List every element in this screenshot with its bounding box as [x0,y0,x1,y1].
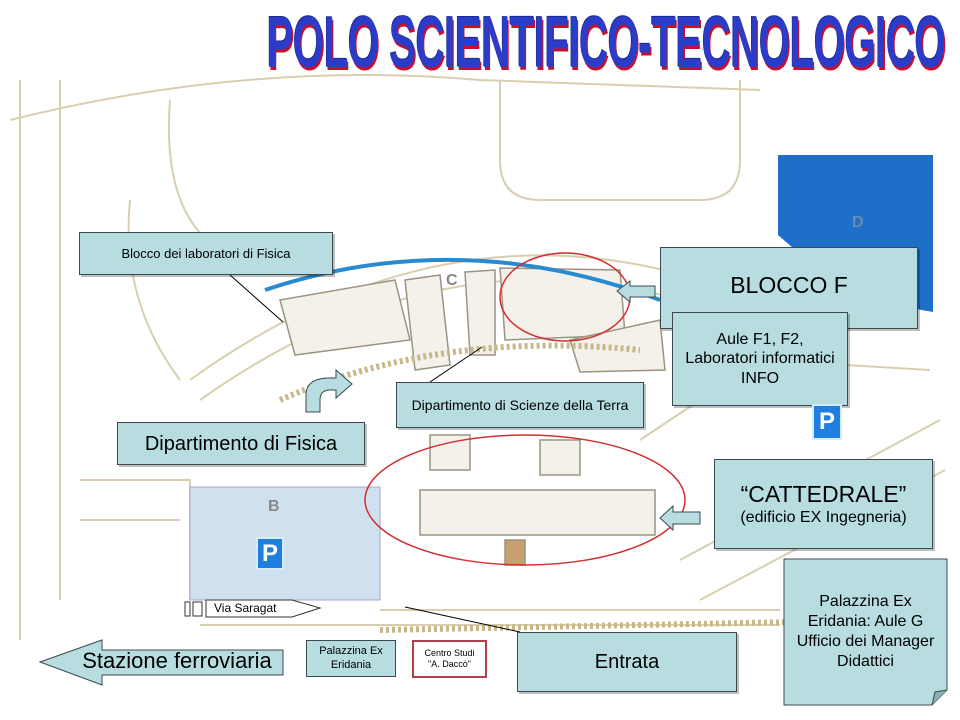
cattedrale-subtitle: (edificio EX Ingegneria) [740,509,907,527]
stazione-arrow-shape [38,639,284,686]
arrow-left-icon [659,504,701,532]
label-stazione: Stazione ferroviaria [82,648,272,673]
blue-curve [264,257,661,302]
arrow-icons [305,279,701,532]
cattedrale-title: “CATTEDRALE” [740,480,907,507]
label-centro-studi: Centro Studi "A. Daccò" [412,640,487,678]
page-title: POLO SCIENTIFICO-TECNOLOGICO [266,3,946,83]
centro-studi-line1: Centro Studi [424,648,475,659]
label-aule-f: Aule F1, F2, Laboratori informatici INFO [672,312,848,406]
block-b-area [189,486,381,601]
label-via-saragat: Via Saragat [214,601,277,615]
block-c-label: C [446,272,458,289]
parking-icon: P [812,404,842,440]
curved-arrow-icon [305,368,353,413]
via-saragat-shape [205,599,322,618]
label-cattedrale: “CATTEDRALE” (edificio EX Ingegneria) [714,459,933,549]
arrow-left-icon [616,279,656,304]
highlight-cattedrale [364,434,686,566]
parking-icon: P [256,537,284,570]
label-lab-fisica: Blocco dei laboratori di Fisica [79,232,333,275]
label-dip-fisica: Dipartimento di Fisica [117,422,365,465]
block-b-label: B [268,498,280,515]
pointer-lines [229,274,521,633]
label-scienze-terra: Dipartimento di Scienze della Terra [396,382,644,428]
buildings [279,267,666,566]
label-eridania-note: Palazzina Ex Eridania: Aule G Ufficio de… [796,593,935,670]
block-d-label: D [852,214,864,231]
label-palazzina: Palazzina Ex Eridania [306,640,396,677]
label-entrata: Entrata [517,632,737,692]
centro-studi-line2: "A. Daccò" [428,659,471,669]
